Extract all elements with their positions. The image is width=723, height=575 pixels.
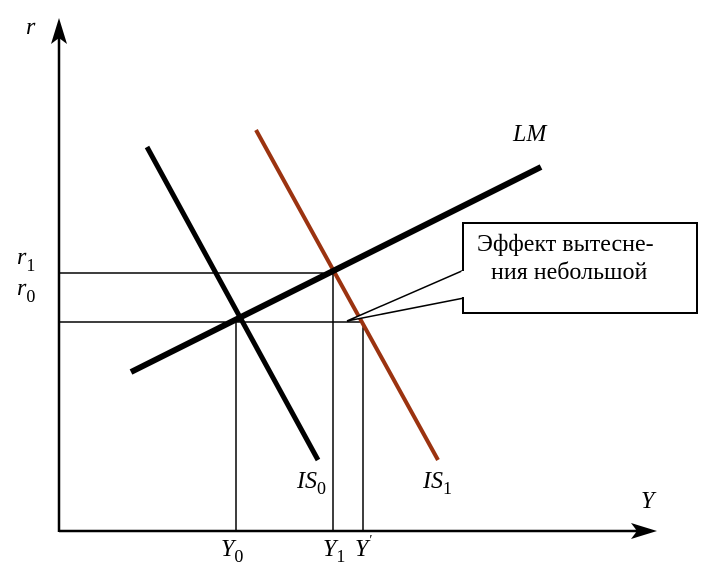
crowding-out-callout: Эффект вытесне- ния небольшой bbox=[346, 222, 698, 322]
is1-curve bbox=[254, 129, 440, 461]
y1-label-sub: 1 bbox=[336, 546, 345, 566]
y-axis-label: r bbox=[26, 14, 36, 40]
guide-lines bbox=[59, 272, 364, 531]
is0-label: IS0 bbox=[296, 468, 326, 498]
y-prime-label: Y′ bbox=[355, 533, 372, 562]
callout-text-line1: Эффект вытесне- bbox=[477, 231, 654, 257]
y1-label: Y1 bbox=[323, 536, 345, 566]
lm-label: LM bbox=[512, 121, 548, 147]
y-prime-label-base: Y bbox=[355, 536, 371, 562]
r0-label-base: r bbox=[17, 275, 27, 301]
callout-text-line2: ния небольшой bbox=[491, 259, 648, 285]
r1-label: r1 bbox=[17, 244, 35, 275]
y-axis-arrow bbox=[51, 18, 67, 44]
is1-label: IS1 bbox=[422, 468, 452, 498]
lm-curve bbox=[129, 164, 543, 375]
is0-curve bbox=[144, 145, 321, 462]
y1-label-base: Y bbox=[323, 536, 339, 562]
y0-label: Y0 bbox=[221, 536, 243, 566]
y0-label-base: Y bbox=[221, 536, 237, 562]
r1-label-base: r bbox=[17, 244, 27, 270]
x-axis-label: Y bbox=[641, 488, 657, 514]
callout-pointer bbox=[346, 268, 465, 322]
y0-label-sub: 0 bbox=[234, 546, 243, 566]
is0-label-sub: 0 bbox=[317, 478, 326, 498]
is1-label-sub: 1 bbox=[443, 478, 452, 498]
callout-box bbox=[462, 222, 698, 314]
axes: r Y bbox=[26, 14, 657, 539]
y-prime-label-mark: ′ bbox=[369, 533, 372, 548]
x-axis-arrow bbox=[631, 523, 657, 539]
curves bbox=[129, 129, 543, 462]
r1-label-sub: 1 bbox=[26, 255, 35, 275]
r0-label: r0 bbox=[17, 275, 35, 306]
r0-label-sub: 0 bbox=[26, 286, 35, 306]
is1-label-base: IS bbox=[422, 468, 443, 494]
is0-label-base: IS bbox=[296, 468, 317, 494]
